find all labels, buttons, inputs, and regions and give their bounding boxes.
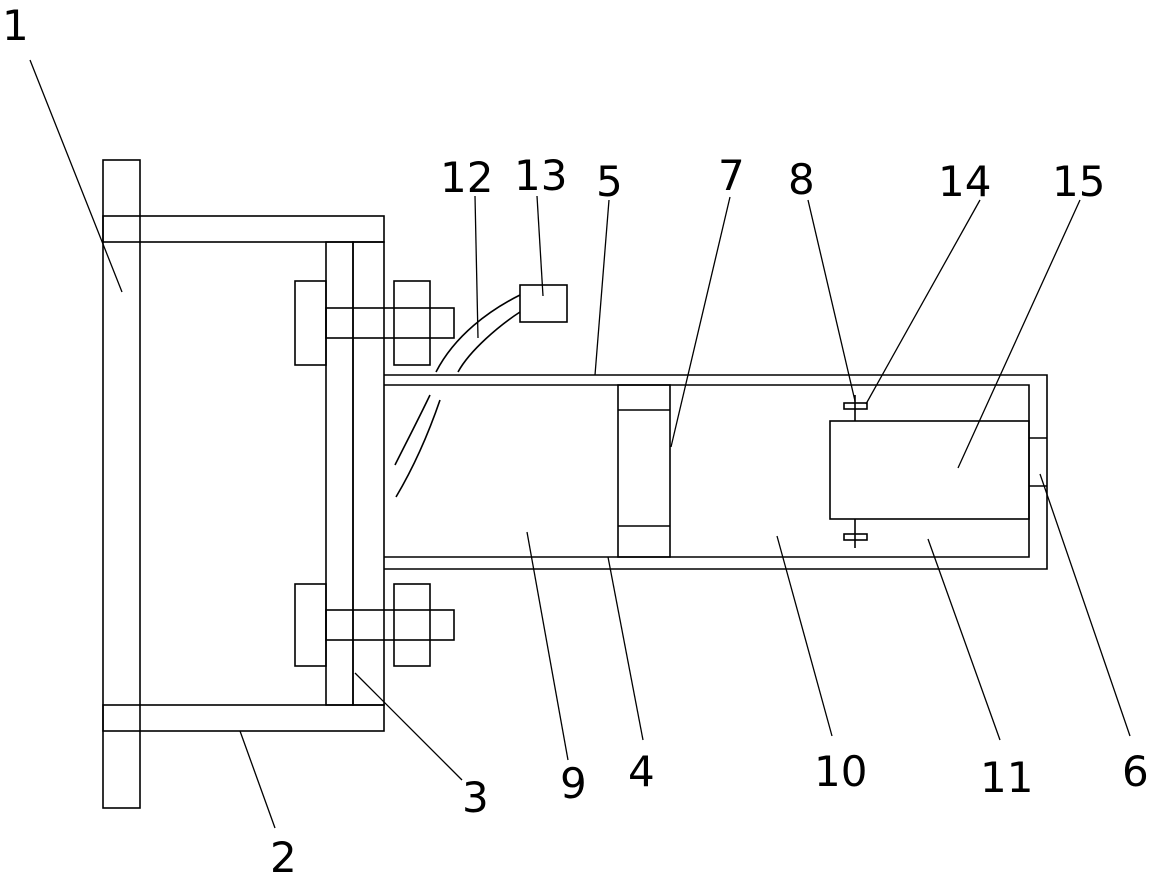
label-3: 3 bbox=[462, 773, 489, 822]
hose-inner-upper bbox=[457, 311, 521, 373]
label-15: 15 bbox=[1052, 157, 1105, 206]
label-10: 10 bbox=[814, 747, 867, 796]
label-6: 6 bbox=[1122, 747, 1149, 796]
hose-outer-upper bbox=[435, 294, 521, 373]
part-5-outer-housing bbox=[384, 374, 1048, 570]
label-4: 4 bbox=[628, 747, 655, 796]
upper-nut bbox=[393, 280, 431, 366]
leader-12 bbox=[474, 195, 479, 339]
leader-2 bbox=[239, 730, 276, 829]
leader-6 bbox=[1039, 473, 1131, 737]
hose-inner-lower bbox=[395, 399, 441, 498]
leader-7 bbox=[670, 196, 731, 448]
part-3-inner-plate bbox=[325, 241, 354, 706]
leader-1 bbox=[29, 59, 123, 293]
block-body bbox=[829, 420, 1030, 520]
lower-bolt-head bbox=[294, 583, 327, 667]
leader-4 bbox=[607, 556, 644, 741]
part-13-box bbox=[519, 284, 568, 323]
label-5: 5 bbox=[596, 157, 623, 206]
upper-bolt-assembly bbox=[294, 280, 455, 366]
label-11: 11 bbox=[980, 753, 1033, 802]
label-12: 12 bbox=[440, 153, 493, 202]
label-1: 1 bbox=[2, 1, 29, 50]
lower-bolt-assembly bbox=[294, 583, 455, 667]
piston-body bbox=[617, 384, 671, 558]
label-9: 9 bbox=[560, 759, 587, 808]
leader-13 bbox=[536, 195, 544, 297]
label-8: 8 bbox=[788, 155, 815, 204]
label-7: 7 bbox=[718, 151, 745, 200]
part-12-hose bbox=[394, 294, 521, 498]
leader-14 bbox=[865, 199, 981, 405]
leader-9 bbox=[526, 531, 569, 761]
hose-outer-lower bbox=[394, 394, 431, 466]
part-2-lower-arm bbox=[102, 704, 385, 732]
part-2-upper-arm bbox=[102, 215, 385, 243]
label-2: 2 bbox=[270, 833, 297, 877]
part-8-pins bbox=[843, 395, 868, 548]
upper-bolt-head bbox=[294, 280, 327, 366]
leader-15 bbox=[957, 199, 1081, 469]
leader-lines bbox=[29, 59, 1131, 829]
label-13: 13 bbox=[514, 151, 567, 200]
leader-5 bbox=[594, 199, 610, 376]
leader-10 bbox=[776, 535, 833, 737]
part-4-inner-housing bbox=[384, 384, 1030, 558]
lower-nut bbox=[393, 583, 431, 667]
part-1-vertical-plate bbox=[102, 159, 141, 809]
part-15-block bbox=[829, 420, 1030, 520]
upper-bolt-shank bbox=[325, 307, 455, 339]
leader-8 bbox=[807, 199, 856, 402]
leader-3 bbox=[354, 672, 463, 781]
label-14: 14 bbox=[938, 157, 991, 206]
lower-bolt-shank bbox=[325, 609, 455, 641]
leader-11 bbox=[927, 538, 1001, 741]
cylinder-housing bbox=[384, 374, 1048, 570]
part-7-piston bbox=[617, 384, 671, 558]
part-3-outer-plate bbox=[352, 241, 385, 706]
